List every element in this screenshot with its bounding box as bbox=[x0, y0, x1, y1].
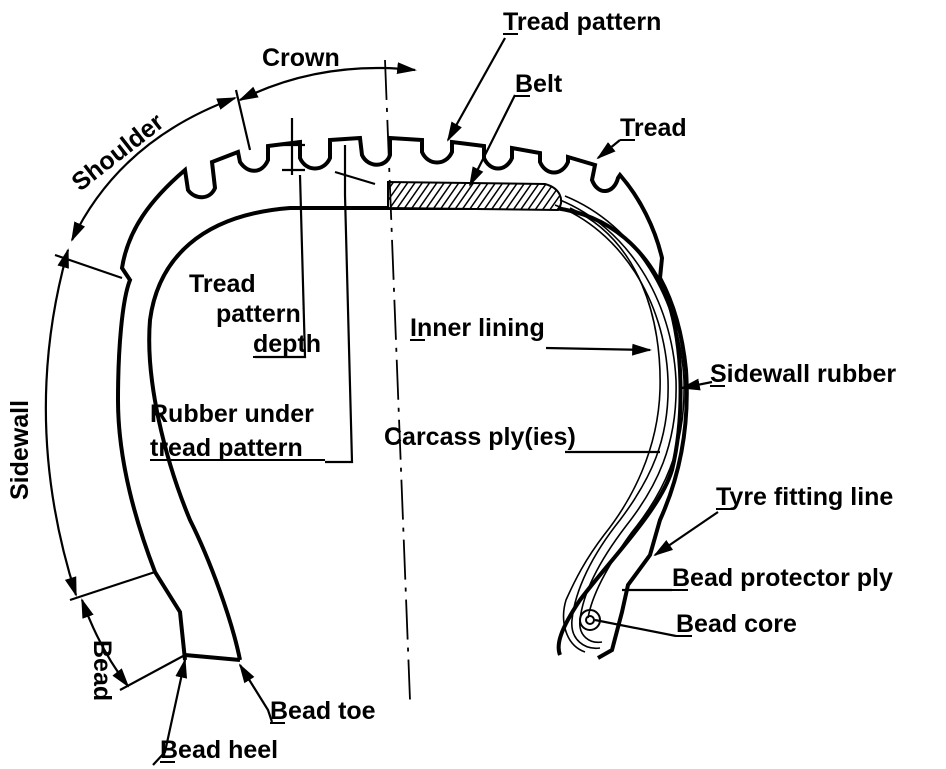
label-belt: Belt bbox=[515, 70, 563, 98]
label-tread-pattern-depth-line1: Tread bbox=[189, 270, 256, 298]
label-bead-toe: Bead toe bbox=[270, 697, 376, 725]
label-shoulder: Shoulder bbox=[66, 108, 169, 197]
belt-leader bbox=[470, 95, 515, 185]
label-tread: Tread bbox=[620, 114, 687, 142]
label-bead-protector-ply: Bead protector ply bbox=[672, 564, 893, 592]
label-tyre-fitting-line: Tyre fitting line bbox=[716, 483, 893, 511]
centre-line bbox=[385, 60, 410, 700]
label-tread-pattern-depth-line3: depth bbox=[253, 330, 321, 358]
inner-lining-leader bbox=[546, 348, 650, 350]
bead-core-inner bbox=[586, 616, 594, 624]
label-bead: Bead bbox=[88, 640, 116, 701]
tread-pattern-leader bbox=[448, 38, 505, 140]
crown-arc bbox=[240, 68, 415, 100]
shoulder-boundary-tick bbox=[55, 255, 122, 278]
rubber-leader bbox=[325, 195, 352, 462]
label-carcass-ply: Carcass ply(ies) bbox=[384, 423, 576, 451]
rubber-dim-top bbox=[335, 172, 375, 184]
label-bead-heel: Bead heel bbox=[160, 736, 278, 764]
label-sidewall: Sidewall bbox=[6, 400, 34, 500]
carcass-ply-4 bbox=[564, 208, 661, 652]
bead-bottom bbox=[185, 655, 240, 660]
label-rubber-under-line2: tread pattern bbox=[150, 434, 303, 462]
bead-toe-leader bbox=[240, 665, 272, 722]
bead-boundary-tick-bottom bbox=[120, 655, 185, 690]
label-rubber-under-line1: Rubber under bbox=[150, 400, 314, 428]
label-tread-pattern-depth-line2: pattern bbox=[216, 300, 301, 328]
label-bead-core: Bead core bbox=[676, 610, 797, 638]
label-sidewall-rubber: Sidewall rubber bbox=[710, 360, 896, 388]
tread-leader bbox=[598, 140, 620, 158]
carcass-ply-3 bbox=[565, 196, 684, 618]
label-tread-pattern: Tread pattern bbox=[503, 8, 661, 36]
label-crown: Crown bbox=[262, 44, 340, 72]
tyre-fitting-line-leader bbox=[655, 512, 718, 555]
label-inner-lining: Inner lining bbox=[410, 314, 545, 342]
belt-shape bbox=[388, 182, 561, 210]
bead-boundary-tick-top bbox=[70, 572, 155, 600]
sidewall-arc bbox=[46, 250, 76, 595]
bead-core-leader bbox=[595, 620, 676, 636]
